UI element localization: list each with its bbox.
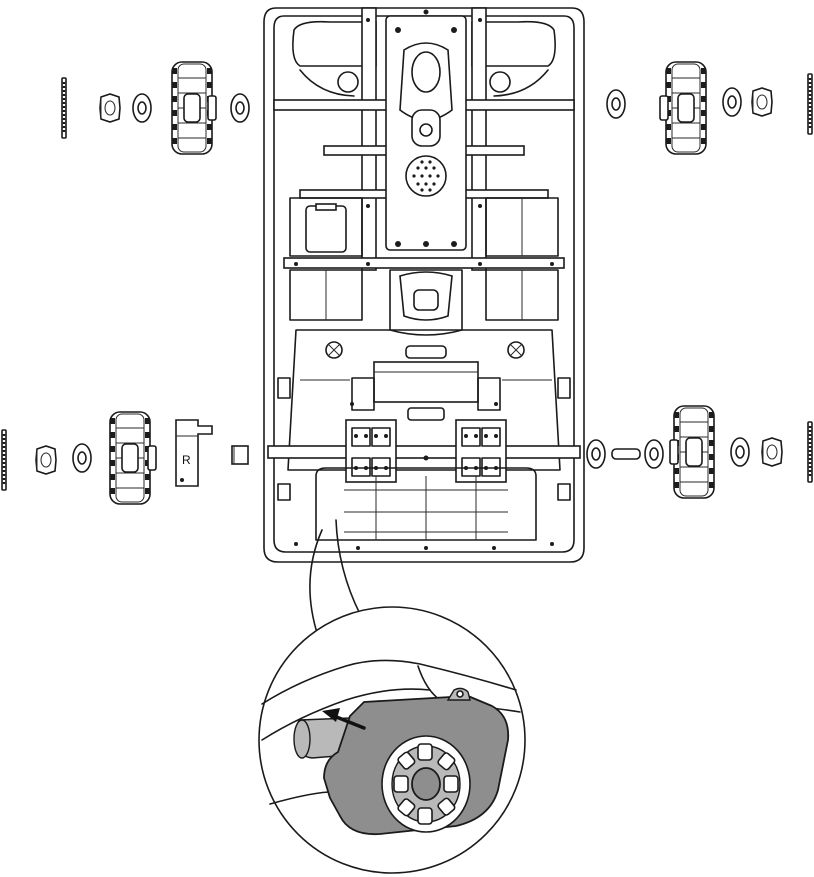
front-right-washer-outer (722, 87, 742, 117)
rear-right-washer-outer (730, 437, 750, 467)
rear-right-nut (761, 437, 783, 467)
detail-callout (258, 606, 526, 874)
rear-left-hubcap (0, 428, 8, 492)
rear-right-hubcap (806, 420, 814, 484)
rear-right-axle-pin (611, 448, 641, 460)
rear-left-gearbox: R (175, 419, 213, 487)
rear-right-washer-mid (644, 439, 664, 469)
callout-connector (309, 519, 361, 637)
rear-right-wheel (669, 405, 715, 499)
chassis (263, 7, 585, 563)
rear-left-bushing (231, 445, 249, 465)
rear-right-washer-inner (586, 439, 606, 469)
gearbox-r-label: R (182, 453, 191, 467)
front-right-nut (751, 87, 773, 117)
rear-left-washer (72, 443, 92, 473)
insert-direction-arrow-icon (322, 708, 366, 730)
front-left-hubcap (60, 76, 68, 140)
front-right-washer-inner (606, 89, 626, 119)
rear-left-nut (35, 445, 57, 475)
front-left-wheel (171, 61, 217, 155)
front-left-nut (99, 93, 121, 123)
front-right-wheel (659, 61, 707, 155)
front-left-washer-outer (132, 93, 152, 123)
front-left-washer-inner (230, 93, 250, 123)
front-right-hubcap (806, 72, 814, 136)
rear-left-wheel (109, 411, 157, 505)
